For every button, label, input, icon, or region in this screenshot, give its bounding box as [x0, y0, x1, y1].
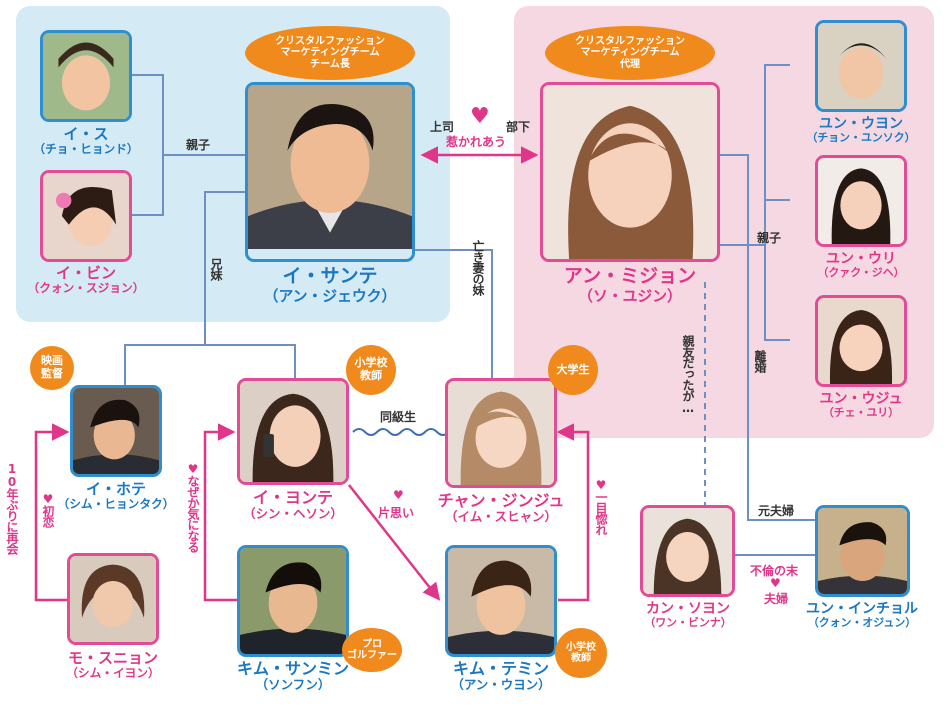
name-yun-uon: ユン・ウヨン（チョン・ユンソク） [806, 116, 916, 145]
portrait-photo [818, 298, 904, 384]
portrait-photo [240, 381, 346, 482]
name-mo-sunion: モ・スニョン（シム・イヨン） [66, 649, 160, 681]
card-an-mijon [540, 82, 720, 262]
label-oyako-left: 親子 [186, 138, 211, 152]
card-i-bin [40, 170, 132, 262]
label-attracted: 惹かれあう [446, 135, 507, 149]
name-i-su: イ・ス（チョ・ヒョンド） [33, 125, 139, 157]
portrait-photo [643, 508, 732, 594]
name-kim-temin: キム・テミン（アン・ウヨン） [451, 659, 551, 693]
label-unrequited: 片思い [378, 506, 415, 520]
label-classmate: 同級生 [380, 410, 417, 424]
heart-icon: ♥ [470, 104, 490, 129]
portrait-photo [818, 158, 904, 244]
label-affair: 不倫の末 [750, 564, 799, 578]
portrait-photo [543, 85, 717, 259]
portrait-photo [240, 548, 346, 654]
card-mo-sunion [67, 553, 159, 645]
line-sante-children [132, 74, 164, 216]
label-couple: 夫婦 [764, 592, 789, 606]
name-an-mijon: アン・ミジョン（ソ・ユジン） [563, 265, 697, 305]
label-first-love: ♥初恋 [41, 492, 55, 527]
card-i-su [40, 30, 132, 122]
name-kim-sanmin: キム・サンミン（ソンフン） [236, 659, 350, 693]
role-tag-sante: クリスタルファッション マーケティングチーム チーム長 [245, 26, 415, 80]
line-divorce [720, 154, 820, 521]
name-yun-uri: ユン・ウリ（クァク・ジヘ） [817, 251, 905, 280]
arrow-unrequited [348, 484, 441, 601]
portrait-photo [448, 381, 554, 485]
role-tag-temin: 小学校 教師 [555, 628, 607, 678]
card-yun-uri [815, 155, 907, 247]
label-subordinate: 部下 [506, 120, 531, 134]
label-best-friend: 親友だったが… [681, 335, 695, 414]
name-i-sante: イ・サンテ（アン・ジェウク） [263, 265, 397, 305]
card-kim-temin [445, 545, 557, 657]
card-chan-jinju [445, 378, 557, 488]
line-siblings-a [204, 191, 245, 315]
card-kim-sanmin [237, 545, 349, 657]
label-oyako-right: 親子 [757, 231, 782, 245]
line-mijon-children-spine [764, 64, 790, 341]
portrait-photo [43, 33, 129, 119]
heart-icon: ♥ [393, 488, 404, 502]
label-ex-couple: 元夫婦 [758, 504, 795, 518]
portrait-photo [248, 85, 412, 249]
arrow-love-at-first [556, 423, 590, 602]
portrait-photo [818, 23, 904, 109]
card-yun-uju [815, 295, 907, 387]
name-i-hote: イ・ホテ（シム・ヒョンタク） [57, 480, 175, 512]
label-reunion: 10年ぶりに再会 [5, 462, 19, 554]
role-tag-yonte: 小学校 教師 [346, 345, 396, 395]
label-late-wife-sister: 亡き妻の妹 [471, 240, 485, 295]
card-i-hote [70, 385, 162, 477]
arrow-curious [203, 423, 237, 602]
name-i-bin: イ・ビン（クォン・スジョン） [27, 264, 145, 296]
label-boss: 上司 [430, 120, 455, 134]
role-tag-sanmin: プロ ゴルファー [342, 628, 402, 672]
role-tag-hote: 映画 監督 [30, 346, 74, 390]
line-late-wife-sister [415, 249, 493, 378]
label-curious: ♥なぜか気になる [186, 462, 200, 552]
portrait-photo [70, 556, 156, 642]
portrait-photo [73, 388, 159, 474]
name-kan-sojon: カン・ソヨン（ワン・ビンナ） [644, 601, 732, 630]
name-chan-jinju: チャン・ジンジュ（イム・スヒャン） [437, 491, 565, 525]
name-i-yonte: イ・ヨンテ（シン・ヘソン） [243, 488, 343, 522]
role-tag-mijon: クリスタルファッション マーケティングチーム 代理 [545, 26, 715, 80]
name-yun-uju: ユン・ウジュ（チェ・ユリ） [819, 391, 903, 420]
card-yun-incheol [815, 505, 910, 597]
role-tag-jinju: 大学生 [548, 345, 598, 395]
card-i-yonte [237, 378, 349, 485]
card-yun-uon [815, 20, 907, 112]
line-siblings-hote-yonte [124, 344, 296, 385]
arrow-first-love [34, 423, 70, 602]
card-i-sante [245, 82, 415, 262]
line-classmate [352, 428, 450, 436]
portrait-photo [818, 508, 907, 594]
portrait-photo [43, 173, 129, 259]
label-divorce: 離婚 [753, 350, 767, 372]
name-yun-incheol: ユン・インチョル（クォン・オジュン） [806, 601, 918, 630]
label-love-at-first: ♥一目惚れ [594, 478, 608, 535]
label-siblings: 兄妹 [209, 258, 223, 280]
heart-icon: ♥ [770, 576, 781, 590]
card-kan-sojon [640, 505, 735, 597]
portrait-photo [448, 548, 554, 654]
